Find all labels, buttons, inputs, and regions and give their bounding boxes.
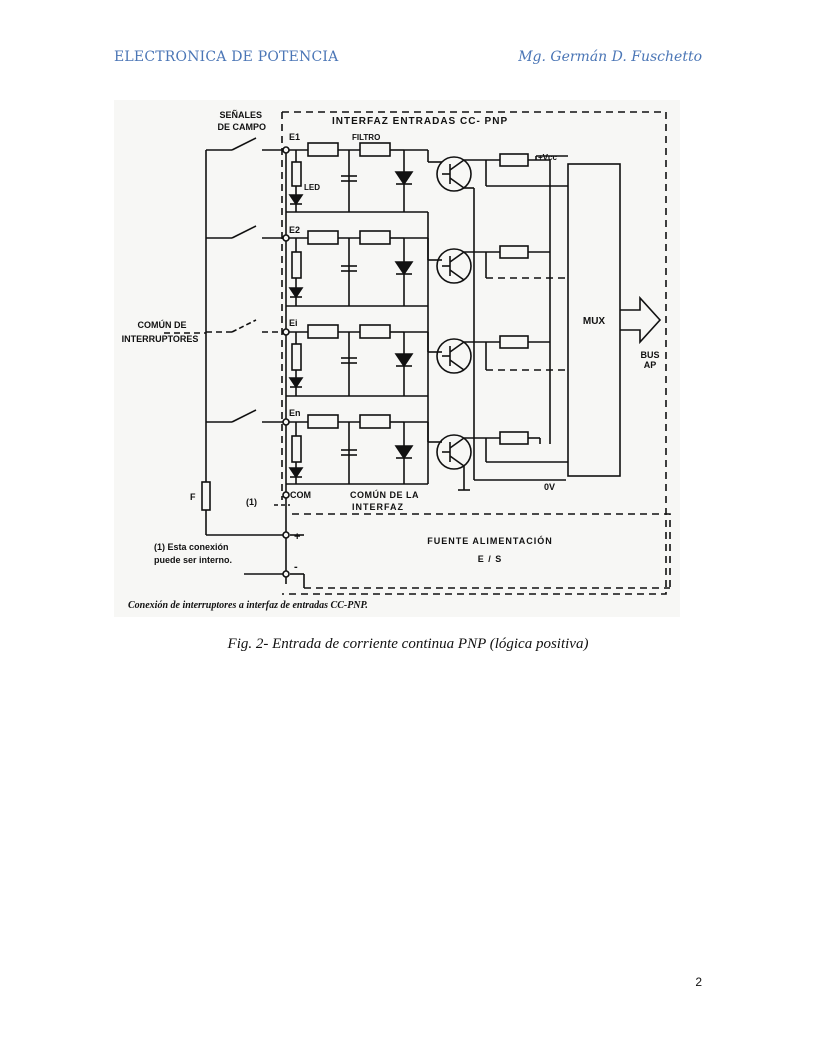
label-e2: E2	[289, 225, 300, 235]
label-com: COM	[290, 490, 311, 500]
label-comun-interfaz: COMÚN DE LA	[350, 489, 419, 500]
label-note-1: (1) Esta conexión	[154, 542, 229, 552]
channel-e1	[206, 137, 442, 213]
label-mux: MUX	[583, 316, 606, 327]
running-header-author: Mg. Germán D. Fuschetto	[518, 49, 702, 65]
page-number: 2	[695, 975, 702, 989]
figure-caption: Fig. 2- Entrada de corriente continua PN…	[227, 636, 589, 652]
transistor-3	[436, 338, 472, 374]
transistor-4	[436, 434, 472, 470]
label-filtro: FILTRO	[352, 133, 380, 142]
running-header-title: ELECTRONICA DE POTENCIA	[114, 49, 339, 65]
transistor-1	[436, 156, 472, 192]
label-comun: COMÚN DE	[138, 319, 187, 330]
label-interfaz-title: INTERFAZ ENTRADAS CC- PNP	[332, 116, 508, 127]
channel-en	[206, 409, 442, 484]
label-0v: 0V	[544, 482, 555, 492]
label-en: En	[289, 408, 301, 418]
label-vcc: +Vcc	[538, 153, 557, 162]
interface-dashed-box	[282, 111, 667, 595]
label-es: E / S	[478, 554, 503, 564]
label-senales: SEÑALES	[219, 110, 262, 120]
circuit-figure: SEÑALES DE CAMPO INTERFAZ ENTRADAS CC- P…	[114, 100, 680, 617]
label-fuse: F	[190, 492, 196, 502]
channel-ei	[206, 319, 442, 397]
fuse-symbol	[201, 481, 211, 511]
label-interfaz: INTERFAZ	[352, 502, 404, 512]
figure-labels: SEÑALES DE CAMPO INTERFAZ ENTRADAS CC- P…	[122, 110, 660, 611]
channel-e2	[206, 225, 442, 307]
figure-subcaption: Conexión de interruptores a interfaz de …	[128, 600, 368, 611]
label-note-2: puede ser interno.	[154, 555, 232, 565]
bus-arrow	[620, 295, 662, 345]
label-ap: AP	[644, 360, 657, 370]
circuit-diagram: SEÑALES DE CAMPO INTERFAZ ENTRADAS CC- P…	[122, 110, 671, 611]
label-interruptores: INTERRUPTORES	[122, 334, 199, 344]
label-bus: BUS	[640, 350, 659, 360]
transistor-2	[436, 248, 472, 284]
label-e1: E1	[289, 132, 300, 142]
label-de-campo: DE CAMPO	[217, 122, 266, 132]
mux-block	[567, 163, 621, 477]
label-ei: Ei	[289, 318, 298, 328]
power-supply-dashed-box	[292, 513, 671, 588]
label-led: LED	[304, 183, 320, 192]
label-plus: +	[294, 531, 300, 543]
label-fuente: FUENTE ALIMENTACIÓN	[427, 535, 553, 546]
label-minus: -	[294, 561, 298, 573]
label-note-ref: (1)	[246, 497, 257, 507]
